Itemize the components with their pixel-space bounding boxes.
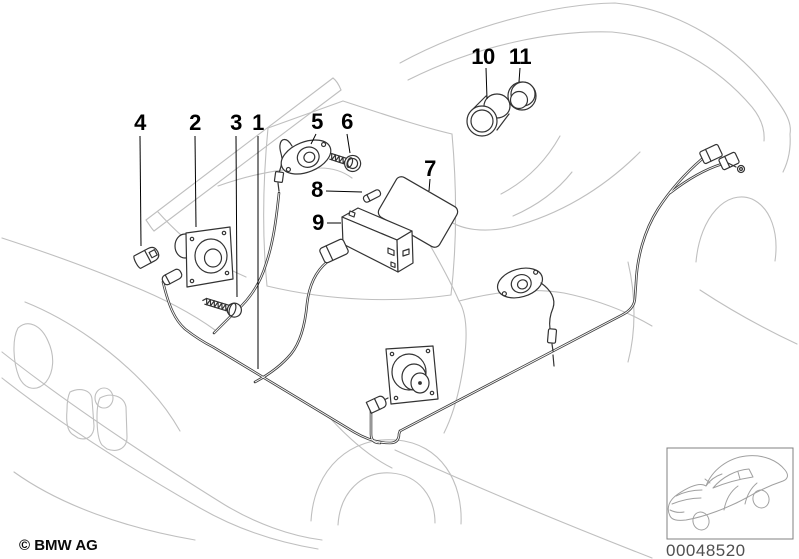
kidney-grille-right — [96, 394, 128, 451]
callout-2: 2 — [189, 110, 201, 135]
radio-bracket-icon — [341, 207, 414, 273]
callout-5: 5 — [311, 109, 323, 134]
rear-connector2-icon — [718, 151, 740, 171]
callout-1: 1 — [252, 110, 264, 135]
speaker-screw-icon — [202, 297, 242, 318]
door-woofer-icon — [383, 345, 439, 405]
callout-8: 8 — [311, 177, 323, 202]
bmw-roundel-outline — [94, 387, 114, 409]
spacer-icon — [161, 268, 183, 286]
locating-pin-icon — [362, 189, 382, 203]
ring-terminal-icon — [727, 162, 746, 174]
components — [133, 81, 746, 414]
leader-lines — [139, 67, 521, 369]
callout-10: 10 — [471, 44, 495, 69]
callout-9: 9 — [312, 210, 324, 235]
tweeter-icon — [273, 138, 332, 192]
callout-11: 11 — [508, 44, 532, 69]
rear-connector-icon — [699, 143, 723, 165]
door-clip-icon — [365, 395, 387, 414]
kidney-grille-left — [66, 389, 95, 440]
harness-plug-icon — [319, 238, 349, 264]
callout-6: 6 — [341, 109, 353, 134]
thumbnail-car-icon — [667, 455, 788, 531]
callout-7: 7 — [424, 156, 436, 181]
diagram-number: 00048520 — [666, 541, 746, 559]
clip-icon — [133, 246, 160, 269]
copyright-text: © BMW AG — [19, 537, 98, 554]
rear-tweeter-icon — [496, 267, 558, 367]
trim-ring-icon — [507, 81, 537, 111]
thumbnail-box — [666, 447, 794, 540]
headlight-outline — [13, 323, 54, 389]
callout-4: 4 — [134, 110, 146, 135]
tweeter-screw-icon — [329, 152, 362, 173]
front-speaker-icon — [174, 226, 234, 288]
speaker-sleeve-icon — [466, 93, 511, 137]
callout-3: 3 — [230, 110, 242, 135]
